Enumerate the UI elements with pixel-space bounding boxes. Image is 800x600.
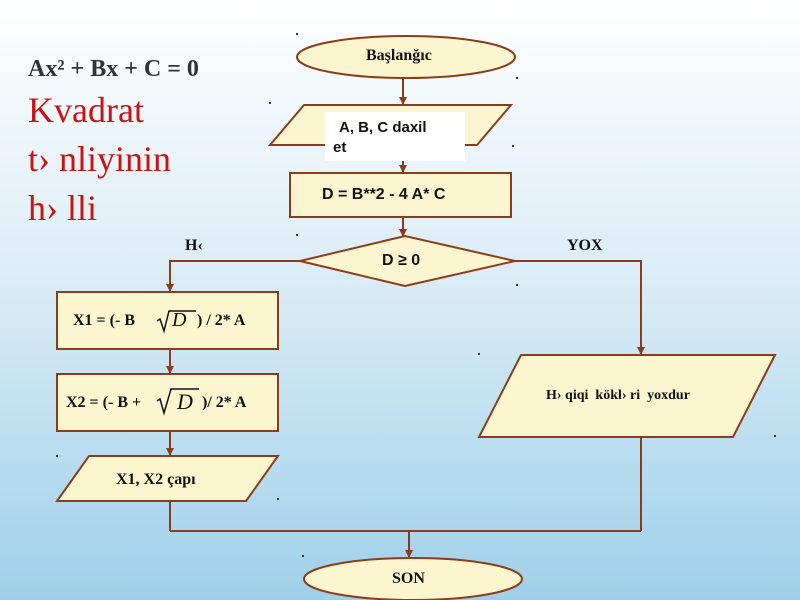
x1-formula-left: X1 = (- B: [73, 312, 135, 329]
equation-text: Ax² + Bx + C = 0: [28, 56, 199, 82]
x1-sqrt-variable: D: [172, 309, 187, 331]
decor-dot: [512, 145, 514, 147]
decor-dot: [516, 77, 518, 79]
discriminant-label: D = B**2 - 4 A* C: [322, 186, 446, 203]
input-label-continued: et: [333, 139, 347, 156]
start-terminal: [296, 35, 516, 79]
title-line-1: Kvadrat: [28, 90, 144, 130]
title-line-3: h› lli: [28, 188, 97, 228]
start-label: Başlanğıc: [366, 47, 432, 64]
x2-formula-right: )/ 2* A: [202, 394, 247, 411]
decor-dot: [478, 353, 480, 355]
connector-no-branch: [515, 260, 645, 355]
sqrt-symbol-x2: [156, 388, 199, 416]
end-label: SON: [392, 570, 425, 587]
decor-dot: [774, 435, 776, 437]
discriminant-process: [289, 172, 512, 218]
connector-yes-branch: [166, 260, 300, 292]
no-branch-label: YOX: [567, 237, 603, 254]
sqrt-symbol-x1: [156, 310, 196, 334]
no-roots-label: H› qiqi kökl› ri yoxdur: [546, 388, 690, 403]
decor-dot: [56, 455, 58, 457]
condition-decision: [299, 234, 516, 288]
decor-dot: [302, 555, 304, 557]
decor-dot: [516, 284, 518, 286]
decor-dot: [296, 234, 298, 236]
x1-process: [56, 291, 279, 350]
input-label: A, B, C daxil: [339, 119, 427, 136]
x1-formula-right: ) / 2* A: [197, 312, 246, 329]
condition-label: D ≥ 0: [382, 252, 421, 269]
decor-dot: [296, 33, 298, 35]
output-label: X1, X2 çapı: [116, 471, 196, 488]
title-line-2: t› nliyinin: [28, 139, 171, 179]
x2-formula-left: X2 = (- B +: [66, 394, 142, 411]
x2-sqrt-variable: D: [177, 389, 193, 414]
output-parallelogram: [55, 455, 280, 502]
decor-dot: [277, 498, 279, 500]
end-terminal: [303, 557, 523, 600]
no-roots-parallelogram: [477, 354, 777, 438]
input-label-box: [325, 112, 465, 161]
yes-branch-label: H‹: [185, 237, 203, 254]
decor-dot: [269, 102, 271, 104]
